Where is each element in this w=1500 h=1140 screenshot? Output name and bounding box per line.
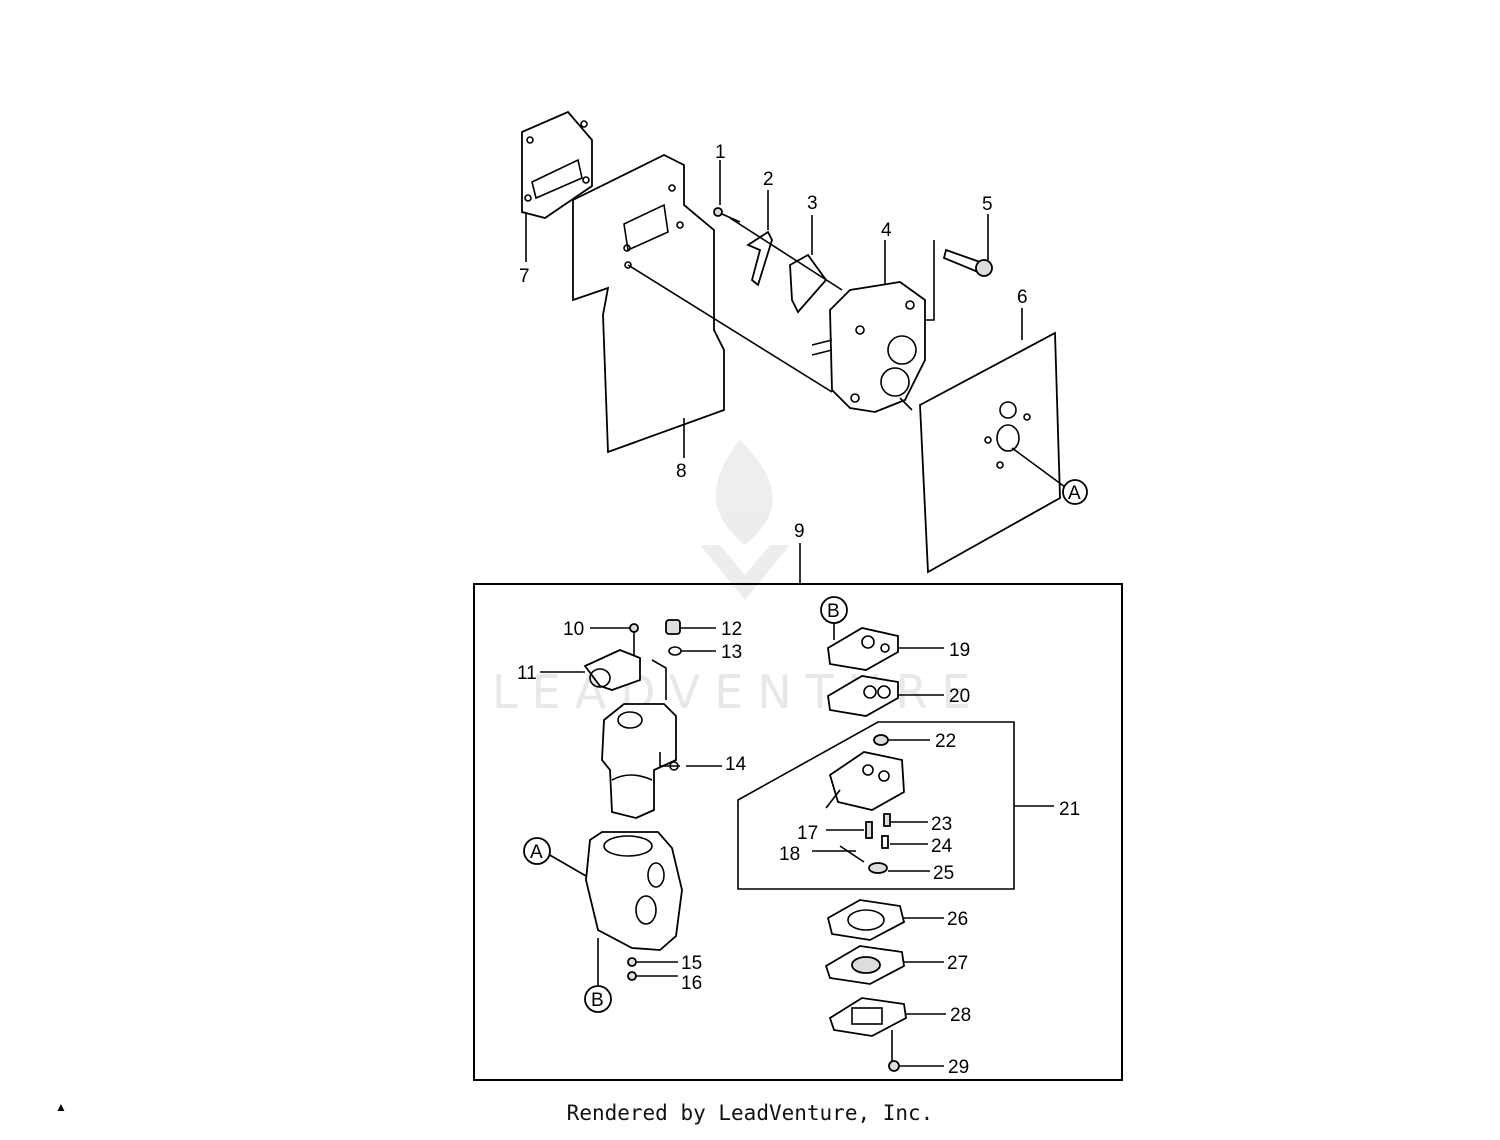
part-4-block — [811, 240, 926, 413]
callout-17: 17 — [797, 823, 818, 844]
part-22-plug — [873, 734, 930, 746]
callout-labels: 1 2 3 4 5 6 7 8 9 10 11 12 13 14 15 16 1… — [517, 142, 1080, 1078]
ref-a-lower: A — [523, 837, 551, 865]
part-6-gasket-sheet — [919, 308, 1066, 574]
part-29-screw — [888, 1030, 944, 1072]
part-23-screw — [883, 813, 928, 827]
part-12-cap — [665, 619, 716, 635]
callout-4: 4 — [881, 220, 892, 241]
part-28-gasket — [828, 997, 946, 1037]
part-19-cover — [827, 627, 944, 671]
watermark-text: LEADVENTURE — [492, 665, 985, 719]
part-1-bolt — [713, 160, 741, 223]
part-2-bracket — [746, 190, 773, 287]
callout-5: 5 — [982, 194, 993, 215]
callout-23: 23 — [931, 814, 952, 835]
callout-21: 21 — [1059, 799, 1080, 820]
part-17-screw — [826, 821, 873, 839]
part-18-pin — [812, 845, 865, 863]
carb-lower-body — [547, 831, 683, 985]
callout-12: 12 — [721, 619, 742, 640]
part-7-gasket — [521, 110, 593, 262]
part-8-plate — [572, 153, 725, 458]
svg-text:B: B — [827, 601, 840, 622]
carburetor-kit-box — [473, 583, 1123, 1081]
parts-diagram: LEADVENTURE — [473, 110, 1123, 1081]
caret-up-icon[interactable]: ▲ — [55, 1100, 67, 1114]
watermark: LEADVENTURE — [492, 440, 985, 719]
ref-b-upper: B — [820, 596, 848, 640]
pump-body — [825, 751, 905, 811]
part-26-diaphragm — [826, 899, 944, 941]
ref-a-upper: A — [1062, 479, 1088, 505]
svg-text:A: A — [1068, 483, 1081, 504]
callout-25: 25 — [933, 863, 954, 884]
part-3-shield — [789, 215, 828, 314]
callout-28: 28 — [950, 1005, 971, 1026]
callout-22: 22 — [935, 731, 956, 752]
callout-3: 3 — [807, 193, 818, 214]
svg-text:A: A — [530, 842, 543, 863]
callout-9: 9 — [794, 521, 805, 542]
part-11-lever — [540, 649, 641, 691]
callout-6: 6 — [1017, 287, 1028, 308]
callout-26: 26 — [947, 909, 968, 930]
part-5-screw — [925, 214, 993, 321]
callout-18: 18 — [779, 844, 800, 865]
callout-7: 7 — [519, 266, 530, 287]
part-27-diaphragm — [824, 945, 944, 985]
part-24-spring — [881, 835, 928, 849]
callout-10: 10 — [563, 619, 584, 640]
callout-11: 11 — [517, 663, 537, 684]
carb-upper-body — [601, 659, 722, 819]
callout-24: 24 — [931, 836, 953, 857]
callout-29: 29 — [948, 1057, 969, 1078]
callout-2: 2 — [763, 169, 774, 190]
ref-b-lower: B — [584, 985, 612, 1013]
callout-27: 27 — [947, 953, 968, 974]
part-20-gasket — [827, 675, 944, 717]
part-13-washer — [668, 646, 716, 656]
part-25-valve — [868, 862, 930, 874]
callout-15: 15 — [681, 953, 702, 974]
callout-14: 14 — [725, 754, 747, 775]
callout-19: 19 — [949, 640, 970, 661]
footer-credit: Rendered by LeadVenture, Inc. — [566, 1101, 934, 1125]
callout-13: 13 — [721, 642, 742, 663]
callout-8: 8 — [676, 461, 687, 482]
callout-1: 1 — [715, 142, 726, 163]
callout-20: 20 — [949, 686, 970, 707]
svg-text:B: B — [591, 990, 604, 1011]
callout-16: 16 — [681, 973, 702, 994]
